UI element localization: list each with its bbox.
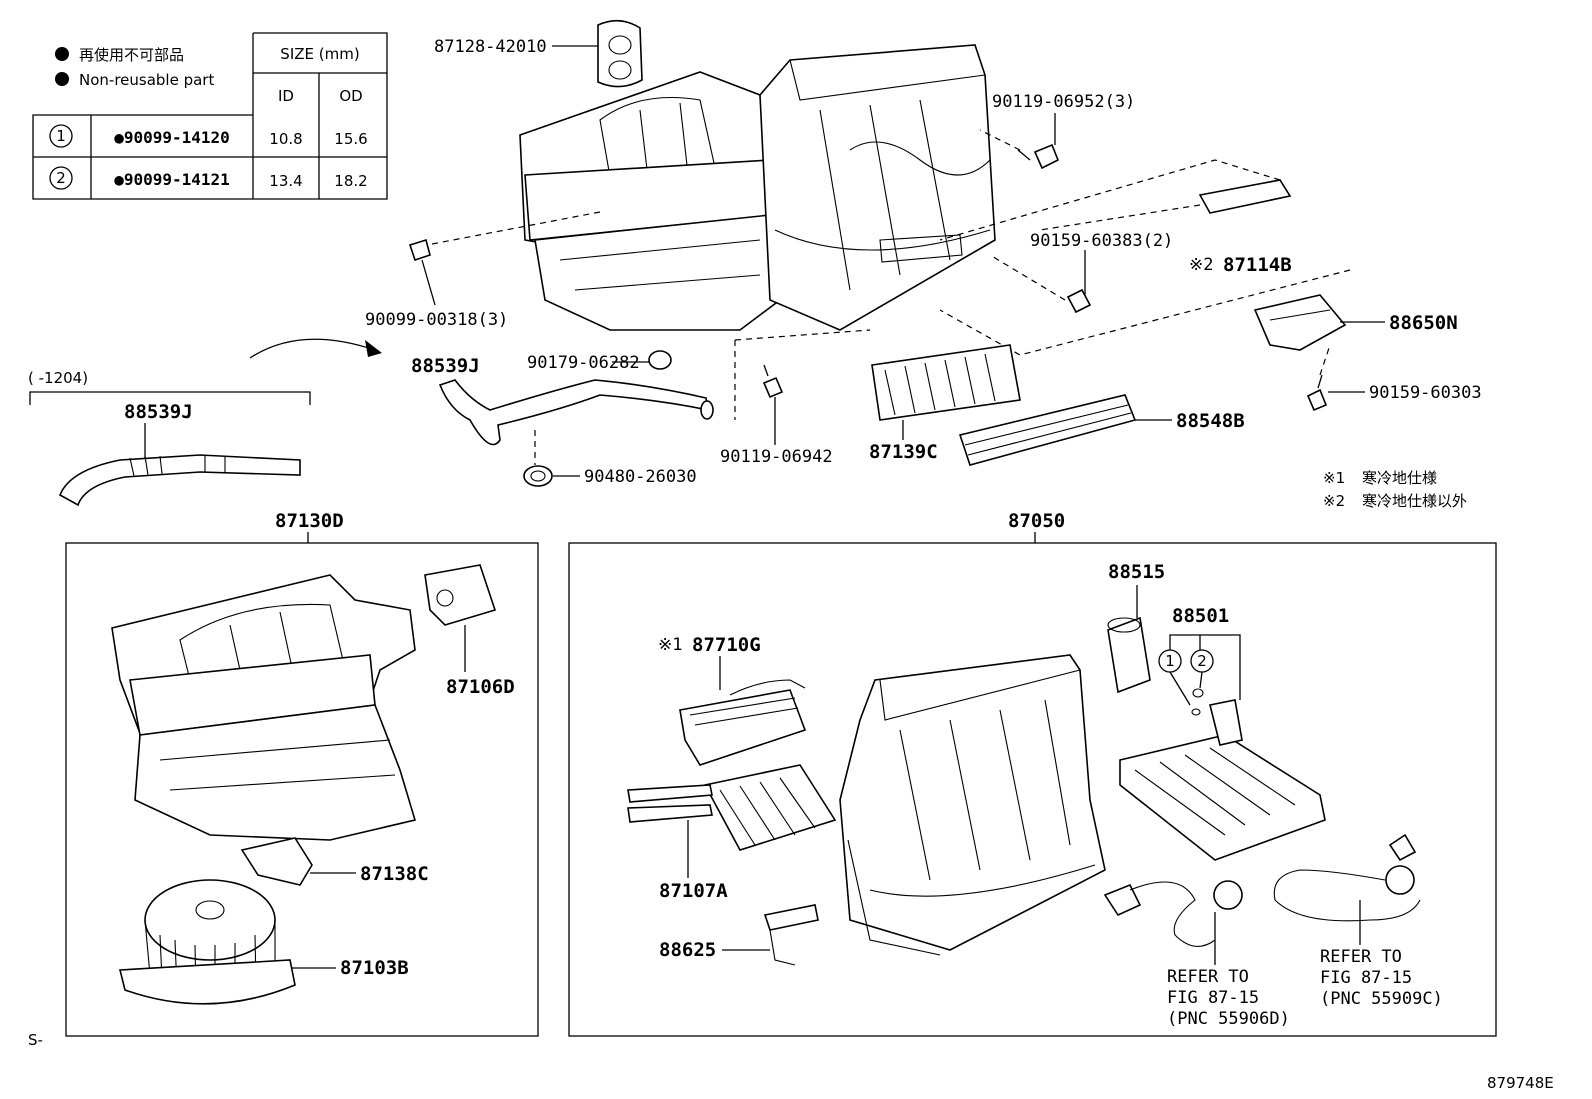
label-90159-60383: 90159-60383(2) xyxy=(1030,231,1173,251)
size-header: SIZE (mm) xyxy=(280,45,359,63)
circle-number-icon xyxy=(49,166,73,190)
label-87130d: 87130D xyxy=(275,510,344,532)
label-87107a: 87107A xyxy=(659,880,728,902)
evaporator-88501 xyxy=(1119,699,1326,861)
ref2-line2: FIG 87-15 xyxy=(1320,968,1412,988)
top-assembly-drawing xyxy=(519,44,996,331)
corner-left-mark: S- xyxy=(28,1031,43,1049)
label-88539j-top: 88539J xyxy=(411,355,480,377)
filter-87139c xyxy=(871,344,1021,421)
direction-arrow-icon xyxy=(249,338,382,359)
expansion-valve-88515 xyxy=(1107,616,1151,694)
row2-part: ●90099-14121 xyxy=(114,170,230,189)
od-header: OD xyxy=(339,87,362,105)
ref1-line2: FIG 87-15 xyxy=(1167,988,1259,1008)
note1-mark: ※1 xyxy=(1323,469,1345,487)
bullet-icon xyxy=(55,72,69,86)
label-90119-06942: 90119-06942 xyxy=(720,447,833,467)
label-90179-06282: 90179-06282 xyxy=(527,353,640,373)
ref2-line3: (PNC 55909C) xyxy=(1320,989,1443,1009)
label-87103b: 87103B xyxy=(340,957,409,979)
grommet-90480-26030 xyxy=(523,465,553,487)
blower-motor-87103b xyxy=(118,879,296,1005)
actuator-88650n xyxy=(1253,294,1347,351)
o-ring-icon xyxy=(1191,708,1201,716)
label-88650n: 88650N xyxy=(1389,312,1458,334)
grommet-87128 xyxy=(597,19,643,88)
label-88515: 88515 xyxy=(1108,561,1165,583)
screw-90099-00318 xyxy=(408,238,431,262)
screw-90119-06942 xyxy=(762,364,784,399)
sensor-88625 xyxy=(763,904,819,966)
ptc-heater-87710g xyxy=(679,679,807,766)
figure-id: 879748E xyxy=(1487,1074,1554,1092)
note-mark-87710g: ※1 xyxy=(658,635,682,655)
wire-harness-55909c xyxy=(1273,833,1421,922)
circle-1-label: 1 xyxy=(1165,652,1175,670)
label-88539j-left: 88539J xyxy=(124,401,193,423)
sub-assembly-87130d-box xyxy=(65,542,539,1037)
id-header: ID xyxy=(278,87,294,105)
sub-assembly-87050-box xyxy=(568,542,1497,1037)
ref1-line3: (PNC 55906D) xyxy=(1167,1009,1290,1029)
row1-id: 10.8 xyxy=(269,130,302,148)
label-87128-42010: 87128-42010 xyxy=(434,37,547,57)
legend-bullet-en: Non-reusable part xyxy=(79,71,214,89)
row2-od: 18.2 xyxy=(334,172,367,190)
drain-hose-88539j xyxy=(438,379,714,446)
row1-num: 1 xyxy=(56,127,66,145)
row2-num: 2 xyxy=(56,169,66,187)
damper-servo-87106d xyxy=(424,564,497,626)
row1-part: ●90099-14120 xyxy=(114,128,230,147)
ref2-line1: REFER TO xyxy=(1320,947,1402,967)
legend-bullet-jp: 再使用不可部品 xyxy=(79,46,184,64)
label-88548b: 88548B xyxy=(1176,410,1245,432)
filter-cover-87114b xyxy=(1198,179,1292,214)
wire-harness-55906d xyxy=(1103,880,1243,947)
note2-mark: ※2 xyxy=(1323,492,1345,510)
row2-id: 13.4 xyxy=(269,172,302,190)
bullet-icon xyxy=(55,47,69,61)
circle-number-icon xyxy=(49,124,73,148)
label-88501: 88501 xyxy=(1172,605,1229,627)
label-87139c: 87139C xyxy=(869,441,938,463)
label-88625: 88625 xyxy=(659,939,716,961)
screw-90159-60303 xyxy=(1306,374,1328,412)
label-90159-60303: 90159-60303 xyxy=(1369,383,1482,403)
label-87106d: 87106D xyxy=(446,676,515,698)
heater-core-87107a xyxy=(627,764,837,851)
label-87710g: 87710G xyxy=(692,634,761,656)
note1-text: 寒冷地仕様 xyxy=(1362,469,1437,487)
drain-hose-88539j-alt xyxy=(58,454,301,507)
label-90480-26030: 90480-26030 xyxy=(584,467,697,487)
size-table: SIZE (mm) ID OD 1 ●90099-14120 10.8 15.6… xyxy=(32,32,388,200)
clip-90159-60383 xyxy=(1066,288,1092,314)
ref1-line1: REFER TO xyxy=(1167,967,1249,987)
note2-text: 寒冷地仕様以外 xyxy=(1362,492,1467,510)
circle-2-label: 2 xyxy=(1197,652,1207,670)
row1-od: 15.6 xyxy=(334,130,367,148)
o-ring-icon xyxy=(1192,688,1204,698)
range-note: ( -1204) xyxy=(28,369,88,387)
blower-unit-87130d xyxy=(111,574,417,841)
legend: 再使用不可部品 Non-reusable part xyxy=(55,46,214,89)
screw-90119-06952 xyxy=(1017,143,1060,170)
range-bracket xyxy=(29,391,311,405)
grommet-90179-06282 xyxy=(648,350,672,370)
note-mark-87114b: ※2 xyxy=(1189,255,1213,275)
label-87050: 87050 xyxy=(1008,510,1065,532)
label-87114b: 87114B xyxy=(1223,254,1292,276)
resistor-87138c xyxy=(240,837,313,886)
label-90099-00318: 90099-00318(3) xyxy=(365,310,508,330)
heater-case-87050 xyxy=(839,654,1106,956)
label-87138c: 87138C xyxy=(360,863,429,885)
label-90119-06952: 90119-06952(3) xyxy=(992,92,1135,112)
